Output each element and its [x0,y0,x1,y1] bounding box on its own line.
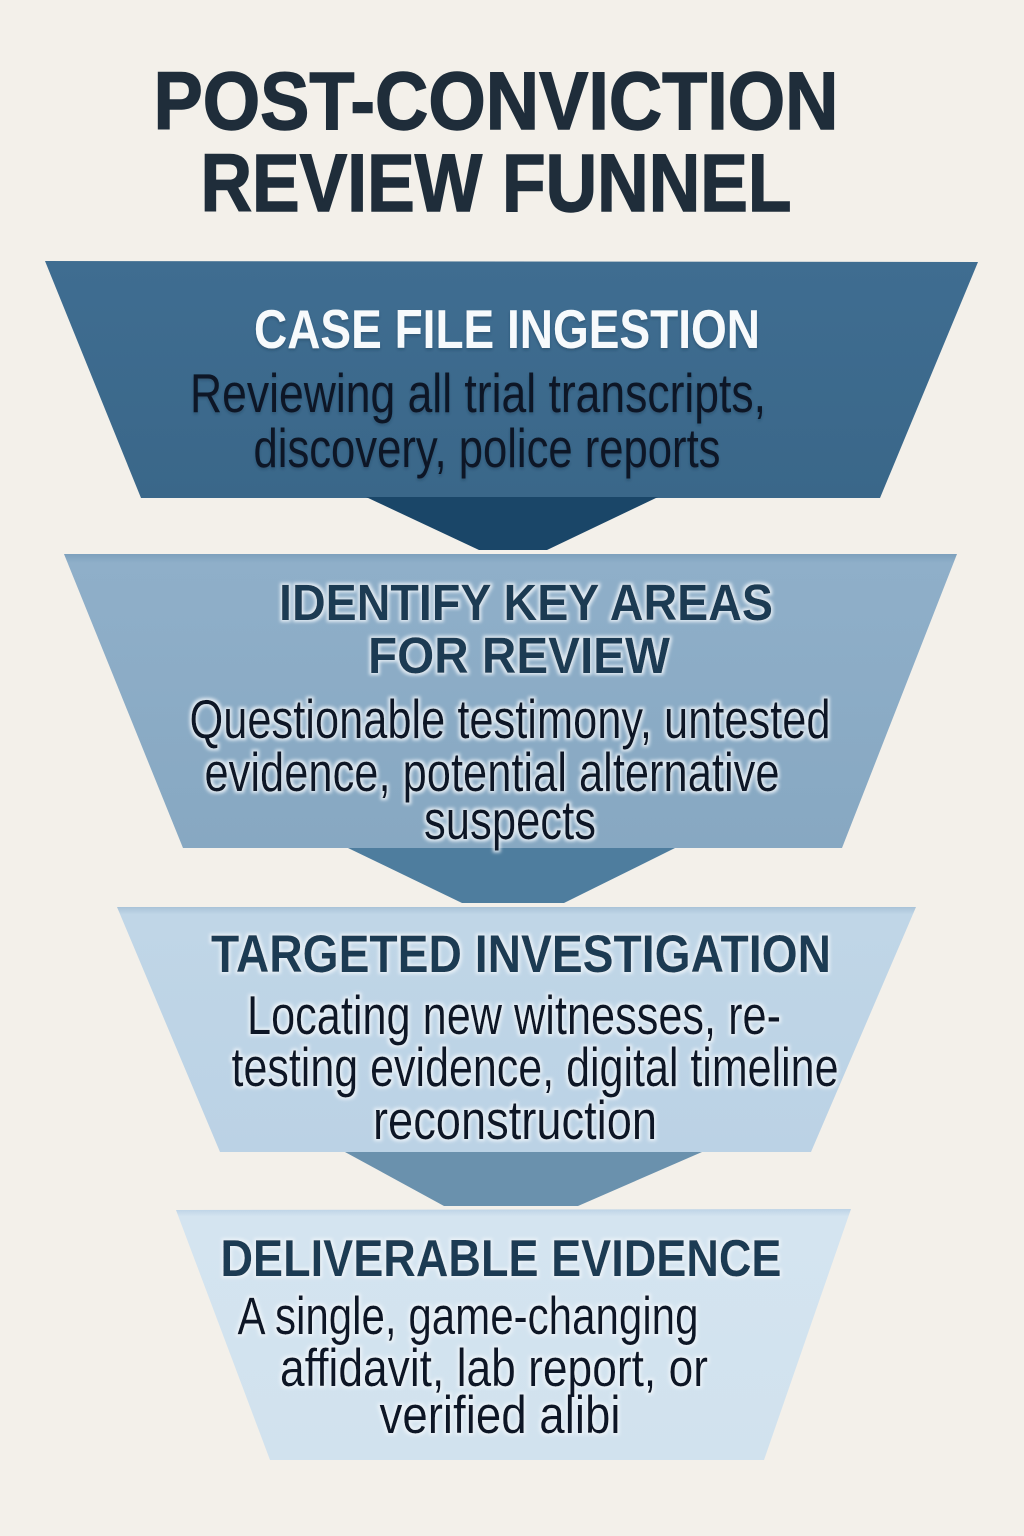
svg-text:Locating new witnesses, re-: Locating new witnesses, re- [247,984,781,1046]
svg-text:IDENTIFY KEY AREAS: IDENTIFY KEY AREAS [279,574,773,631]
svg-text:DELIVERABLE EVIDENCE: DELIVERABLE EVIDENCE [221,1230,782,1288]
svg-text:discovery, police reports: discovery, police reports [254,417,721,479]
svg-text:reconstruction: reconstruction [373,1089,657,1151]
svg-text:A single, game-changing: A single, game-changing [238,1287,699,1346]
svg-text:POST-CONVICTION: POST-CONVICTION [154,56,839,147]
svg-text:CASE FILE INGESTION: CASE FILE INGESTION [254,298,760,360]
svg-text:evidence, potential alternativ: evidence, potential alternative [205,741,780,803]
svg-text:Questionable testimony, untest: Questionable testimony, untested [190,688,831,750]
svg-text:suspects: suspects [424,789,596,851]
svg-text:FOR REVIEW: FOR REVIEW [368,627,671,684]
svg-text:REVIEW FUNNEL: REVIEW FUNNEL [201,138,792,229]
svg-text:Reviewing all trial transcript: Reviewing all trial transcripts, [190,362,766,424]
svg-text:verified alibi: verified alibi [380,1386,621,1445]
svg-text:testing evidence, digital time: testing evidence, digital timeline [232,1036,839,1098]
svg-text:affidavit, lab report, or: affidavit, lab report, or [280,1339,708,1398]
svg-text:TARGETED INVESTIGATION: TARGETED INVESTIGATION [211,925,831,984]
